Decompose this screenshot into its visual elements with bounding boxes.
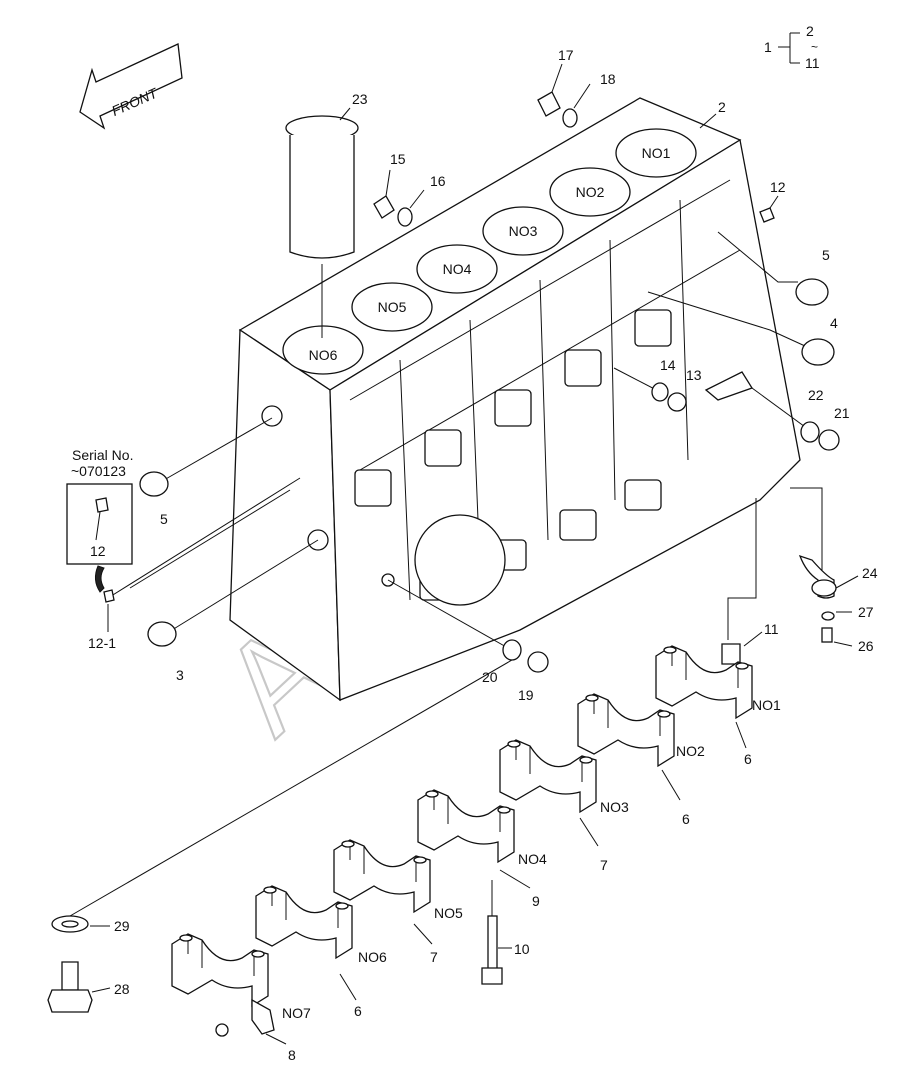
plug-4: 4 [647,291,838,366]
bolt-10: 10 [481,880,530,985]
callout-17: 17 [558,47,574,63]
callout-6-no6: 6 [354,1003,362,1019]
callout-20: 20 [482,669,498,685]
serial-line2: ~070123 [71,463,126,479]
front-arrow-icon: FRONT [79,43,183,130]
plug-21-22: 22 21 [704,371,850,451]
callout-12-1: 12-1 [88,635,116,651]
serial-part: 12 [90,543,106,559]
callout-29: 29 [114,918,130,934]
plug-19-20: 20 19 [387,579,549,703]
callout-21: 21 [834,405,850,421]
callout-27: 27 [858,604,874,620]
cap-label-no6: NO6 [358,949,387,965]
callout-15: 15 [390,151,406,167]
callout-2: 2 [718,99,726,115]
cylinder-no1: NO1 [642,145,671,161]
callout-12: 12 [770,179,786,195]
callout-18: 18 [600,71,616,87]
callout-7-no3: 7 [600,857,608,873]
callout-11: 11 [764,621,779,637]
callout-3: 3 [176,667,184,683]
washer-29: 29 [51,915,130,934]
bearing-cap-no2: NO2 6 [577,693,705,827]
callout-4: 4 [830,315,838,331]
plug-5-left: 5 [139,417,273,527]
callout-5-left: 5 [160,511,168,527]
serial-line1: Serial No. [72,447,133,463]
cylinder-bores: NO1 NO2 NO3 NO4 NO5 NO6 [282,128,697,375]
cylinder-no4: NO4 [443,261,472,277]
plug-3: 3 [147,539,319,683]
callout-6-no1: 6 [744,751,752,767]
cylinder-liner: 23 [285,91,368,338]
plug-17-18: 17 18 [537,47,616,128]
cap-label-no1: NO1 [752,697,781,713]
bearing-cap-no1: NO1 6 [655,645,781,767]
plug-12: 12 [759,179,786,223]
assembly-tilde: ~ [811,40,818,54]
serial-note: Serial No. ~070123 12 [66,447,133,593]
callout-13: 13 [686,367,702,383]
callout-26: 26 [858,638,874,654]
cap-label-no7: NO7 [282,1005,311,1021]
plug-15-16: 15 16 [373,151,446,227]
assembly-range-note: 1 2 ~ 11 [764,23,820,71]
bearing-cap-no4: NO4 9 [417,789,547,909]
plug-13-14: 14 13 [613,357,702,412]
callout-10: 10 [514,941,530,957]
assembly-range-start: 2 [806,23,814,39]
plug-28: 28 [47,961,130,1013]
cap-label-no5: NO5 [434,905,463,921]
bearing-cap-no6: NO6 6 [255,885,387,1019]
cap-label-no4: NO4 [518,851,547,867]
cylinder-no5: NO5 [378,299,407,315]
callout-24: 24 [862,565,878,581]
plug-5-right: 5 [717,231,830,306]
callout-28: 28 [114,981,130,997]
callout-5-right: 5 [822,247,830,263]
cap-label-no3: NO3 [600,799,629,815]
assembly-main: 1 [764,39,772,55]
callout-19: 19 [518,687,534,703]
callout-23: 23 [352,91,368,107]
oil-pipe-24: 24 27 26 [790,487,878,654]
callout-9: 9 [532,893,540,909]
assembly-range-end: 11 [805,55,820,71]
callout-8: 8 [288,1047,296,1063]
cylinder-no3: NO3 [509,223,538,239]
bearing-cap-no3: NO3 7 [499,739,629,873]
cylinder-no6: NO6 [309,347,338,363]
dowel-11: 11 [721,498,779,665]
callout-16: 16 [430,173,446,189]
cap-label-no2: NO2 [676,743,705,759]
callout-6-no2: 6 [682,811,690,827]
callout-7-no5: 7 [430,949,438,965]
rod-12-1: 12-1 [88,477,301,651]
cylinder-no2: NO2 [576,184,605,200]
bearing-cap-no5: NO5 7 [333,839,463,965]
bearing-cap-no7: NO7 8 [171,933,311,1063]
callout-22: 22 [808,387,824,403]
callout-14: 14 [660,357,676,373]
